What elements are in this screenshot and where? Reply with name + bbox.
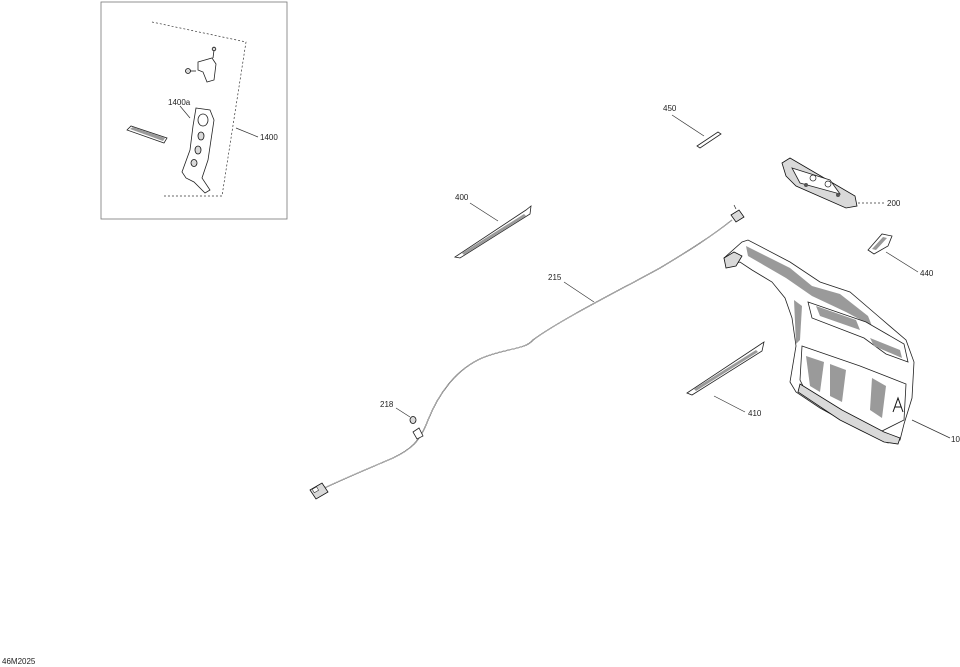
kit-strip — [126, 125, 168, 144]
callout-1400a: 1400a — [168, 98, 191, 107]
leader-1400 — [235, 127, 259, 138]
part-400-strip: 400 — [453, 193, 532, 259]
part-450-strip: 450 — [663, 104, 722, 149]
callout-215: 215 — [548, 273, 562, 282]
diagram-reference-id: 46M2025 — [2, 657, 36, 666]
callout-1400: 1400 — [260, 133, 278, 142]
part-440-pad: 440 — [867, 233, 934, 278]
kit-inset: 1400a 1400 — [100, 1, 288, 220]
callout-400: 400 — [455, 193, 469, 202]
harness-connector-rear — [309, 482, 329, 500]
kit-group-outline — [151, 21, 247, 197]
callout-440: 440 — [920, 269, 934, 278]
part-200-taillight: 200 — [781, 157, 901, 209]
leader-450 — [671, 114, 705, 137]
part-410-strip: 410 — [686, 341, 765, 418]
kit-inset-frame — [100, 1, 288, 220]
leader-400 — [469, 202, 499, 222]
harness-cable — [315, 219, 733, 493]
part-215-harness: 215 — [309, 204, 745, 500]
kit-screw — [185, 68, 196, 74]
leader-215 — [563, 281, 595, 303]
leader-440 — [885, 251, 919, 273]
part-10-rear-panel: 10 — [723, 239, 960, 445]
leader-10 — [911, 419, 951, 439]
leader-1400a — [179, 105, 191, 119]
leader-218 — [395, 407, 411, 418]
callout-218: 218 — [380, 400, 394, 409]
callout-10: 10 — [951, 435, 960, 444]
kit-mounting-plate — [181, 107, 215, 194]
leader-410 — [713, 395, 746, 413]
part-218-clip: 218 — [380, 400, 417, 424]
callout-450: 450 — [663, 104, 677, 113]
kit-bracket — [197, 46, 217, 83]
harness-connector-front — [730, 204, 745, 223]
callout-410: 410 — [748, 409, 762, 418]
callout-200: 200 — [887, 199, 901, 208]
